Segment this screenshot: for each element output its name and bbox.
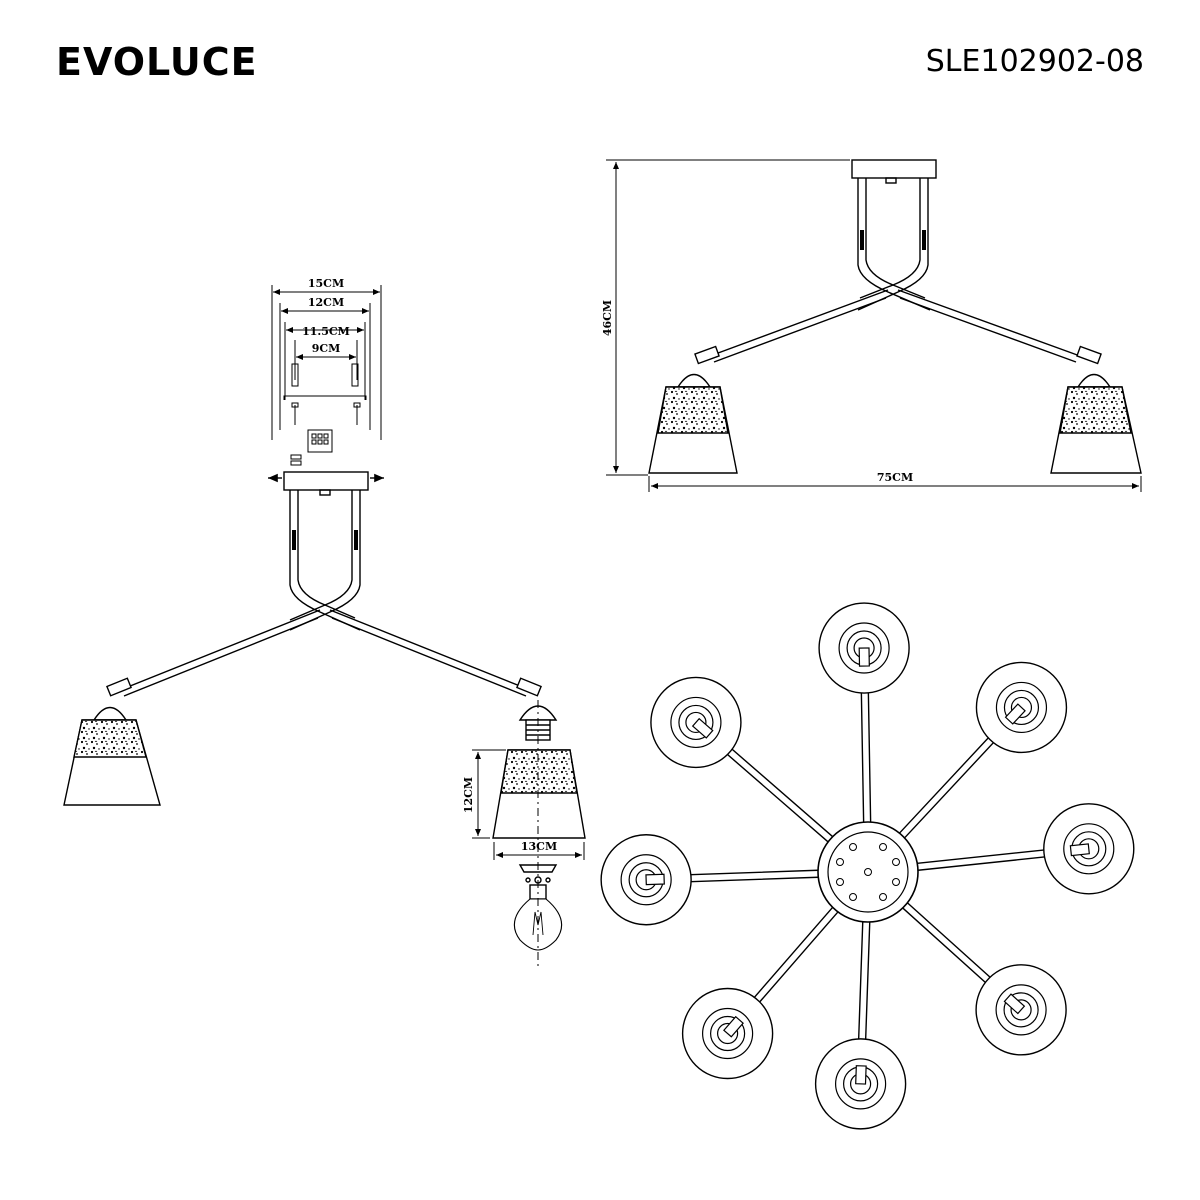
- hub-hole-9: [879, 893, 887, 901]
- shade-mid-1: [838, 622, 890, 674]
- shade-mid-6: [702, 1007, 754, 1060]
- model-number: SLE102902-08: [925, 44, 1144, 79]
- arm-joint-6: [723, 1015, 744, 1038]
- shade-mid-3: [1063, 823, 1115, 875]
- dim-height: 46CM: [601, 300, 614, 336]
- dim-shade-diameter: 13CM: [521, 840, 557, 853]
- hub-hole-8: [849, 893, 857, 901]
- hub-inner: [827, 831, 909, 913]
- side-view-exploded: [63, 471, 586, 951]
- top-view: [600, 602, 1135, 1130]
- shade-mid-5: [835, 1058, 887, 1110]
- hub-hole-3: [879, 843, 887, 851]
- arm-joint-3: [1069, 843, 1090, 857]
- arm-joint-8: [691, 717, 714, 739]
- dim-shade-height: 12CM: [462, 777, 475, 813]
- shade-mid-7: [620, 854, 672, 906]
- shade-mid-2: [995, 681, 1048, 734]
- elevation-dimension-lines: [606, 159, 1142, 492]
- shade-inner-2: [1003, 689, 1040, 726]
- front-elevation: [648, 159, 1142, 474]
- arm-joint-5: [855, 1065, 867, 1085]
- hub-hole-2: [849, 843, 857, 851]
- brand-name: EVOLUCE: [56, 40, 258, 84]
- arm-joint-2: [1004, 703, 1026, 725]
- shade-dimension-lines: [472, 700, 585, 970]
- shade-mid-4: [995, 984, 1047, 1036]
- shade-inner-4: [1003, 992, 1039, 1028]
- hub-hole-5: [892, 858, 900, 866]
- hub-hole-6: [836, 878, 844, 886]
- shade-inner-6: [710, 1015, 746, 1052]
- dim-screw-spacing: 9CM: [312, 342, 341, 355]
- dim-bracket-width: 11.5CM: [302, 325, 350, 338]
- dim-plate-outer: 15CM: [308, 277, 344, 290]
- shade-socket-4: [1010, 999, 1032, 1021]
- shade-inner-8: [678, 704, 714, 741]
- dim-plate-inner: 12CM: [308, 296, 344, 309]
- dim-span: 75CM: [877, 471, 913, 484]
- shade-mid-8: [670, 696, 722, 749]
- mounting-bracket-detail: [271, 285, 382, 466]
- hub-hole-1: [864, 868, 872, 876]
- hub-hole-7: [892, 878, 900, 886]
- shade-socket-6: [717, 1022, 739, 1045]
- arm-joint-4: [1003, 993, 1026, 1015]
- hub-hole-4: [836, 858, 844, 866]
- arm-joint-1: [858, 647, 870, 667]
- shade-socket-2: [1010, 696, 1033, 719]
- shade-socket-8: [685, 711, 707, 734]
- arm-joint-7: [645, 873, 665, 886]
